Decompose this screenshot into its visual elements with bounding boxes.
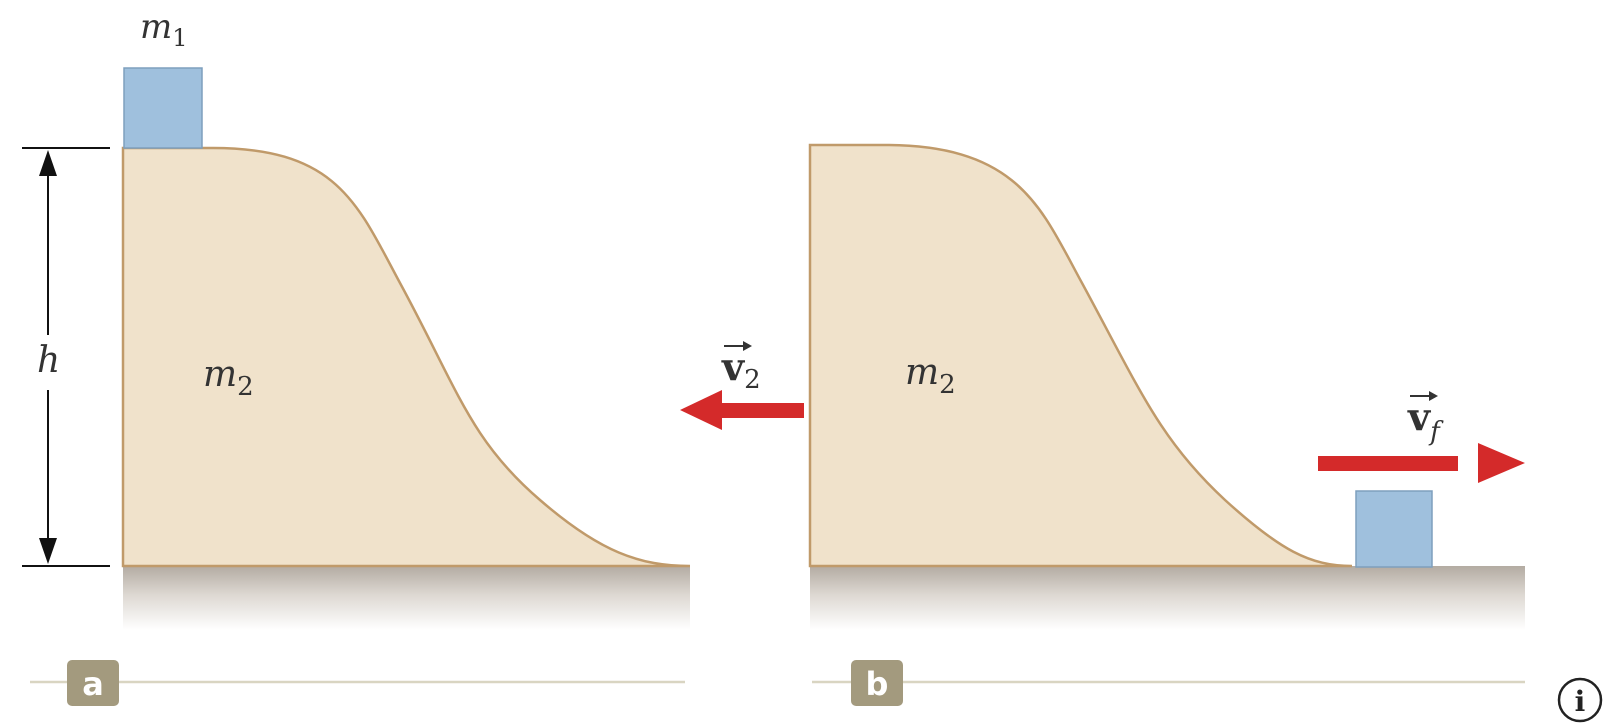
velocity-v2-label: v2 [721, 341, 761, 395]
svg-text:v2: v2 [721, 344, 761, 395]
panel-b: m2 v2 vf b [680, 143, 1525, 706]
panel-a-badge [67, 660, 119, 706]
info-icon[interactable]: i [1557, 677, 1603, 723]
height-label: h [37, 340, 60, 381]
curved-body-b [808, 143, 1353, 568]
panel-a: m1 m2 h a [22, 7, 691, 706]
panel-a-badge-label: a [82, 665, 104, 703]
height-arrowhead-down [39, 538, 57, 564]
body-m2-label-b: m2 [905, 352, 956, 400]
svg-text:i: i [1575, 685, 1586, 718]
block-m1 [123, 67, 203, 149]
block-m1-moving [1355, 490, 1433, 568]
panel-b-badge [851, 660, 903, 706]
velocity-v2-arrow [680, 390, 804, 430]
ground-b [810, 566, 1525, 630]
body-m2-label-a: m2 [203, 354, 254, 402]
velocity-vf-label: vf [1407, 391, 1444, 447]
panel-b-badge-label: b [866, 665, 889, 703]
ground-a [123, 566, 690, 630]
height-dimension [22, 147, 110, 567]
velocity-vf-arrow [1318, 443, 1525, 483]
svg-text:vf: vf [1407, 394, 1444, 447]
curved-body-a [121, 146, 691, 568]
block-m1-label: m1 [140, 7, 188, 52]
height-arrowhead-up [39, 150, 57, 176]
